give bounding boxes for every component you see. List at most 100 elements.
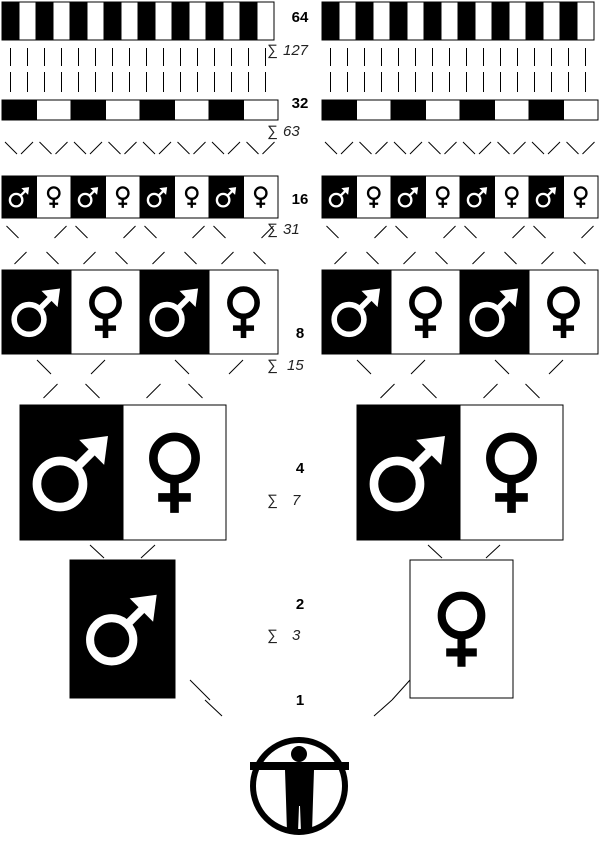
female-cell xyxy=(208,269,279,355)
connector-line xyxy=(531,141,545,155)
connector-line xyxy=(36,359,52,375)
male-cell xyxy=(1,269,72,355)
male-cell xyxy=(70,175,106,219)
connector-line xyxy=(142,141,156,155)
connector-line xyxy=(43,383,58,399)
row-8: 8 xyxy=(1,269,599,355)
connector-line xyxy=(435,251,448,265)
connector-line xyxy=(213,225,226,239)
row-outline xyxy=(19,404,227,541)
connector-line xyxy=(184,251,197,265)
connector-line xyxy=(146,383,161,399)
connector-line xyxy=(410,359,426,375)
connector-line xyxy=(123,225,136,239)
connector-line xyxy=(85,383,100,399)
female-cell xyxy=(425,99,461,121)
male-cell xyxy=(423,1,442,41)
connector-line xyxy=(359,141,372,155)
female-cell xyxy=(256,1,275,41)
connector-line xyxy=(373,699,393,717)
connector-line xyxy=(581,225,594,239)
generation-count-64: 64 xyxy=(292,9,309,26)
row-64: 64 xyxy=(1,1,595,41)
male-cell xyxy=(459,269,530,355)
connector-line xyxy=(124,141,137,155)
connector-line xyxy=(20,141,34,155)
connector-line xyxy=(152,251,165,265)
connector-line xyxy=(548,359,564,375)
female-cell xyxy=(338,1,357,41)
male-cell xyxy=(525,1,544,41)
male-cell xyxy=(239,1,258,41)
male-cell xyxy=(321,99,357,121)
female-cell xyxy=(243,175,279,219)
generation-count-1: 1 xyxy=(296,692,304,709)
connector-line xyxy=(211,141,225,155)
male-cell xyxy=(390,99,426,121)
row-outline xyxy=(1,269,279,355)
connector-line xyxy=(115,251,128,265)
connector-line xyxy=(427,544,443,559)
connector-line xyxy=(73,141,87,155)
connector-line xyxy=(89,141,103,155)
connector-line xyxy=(422,383,437,399)
sigma-symbol: ∑ xyxy=(267,627,278,644)
connector-line xyxy=(541,251,554,265)
female-cell xyxy=(508,1,527,41)
female-cell xyxy=(36,175,72,219)
connector-line xyxy=(494,359,510,375)
female-cell xyxy=(494,175,530,219)
row-outline xyxy=(321,99,599,121)
generation-sum-127: 127 xyxy=(283,42,309,59)
female-cell xyxy=(494,99,530,121)
cells-4 xyxy=(19,404,564,541)
female-cell xyxy=(390,269,461,355)
connector-line xyxy=(573,251,586,265)
cells-64 xyxy=(1,1,595,41)
male-cell xyxy=(390,175,426,219)
female-cell xyxy=(243,99,279,121)
connector-line xyxy=(108,141,121,155)
connector-line xyxy=(4,141,18,155)
generation-count-32: 32 xyxy=(292,95,309,112)
connectors-4-2 xyxy=(89,544,501,559)
female-cell xyxy=(120,1,139,41)
generation-sum-63: 63 xyxy=(283,123,300,140)
connector-line xyxy=(189,679,211,701)
male-cell xyxy=(208,99,244,121)
female-cell xyxy=(36,99,72,121)
male-cell xyxy=(1,1,20,41)
sigma-symbol: ∑ xyxy=(267,123,278,140)
connector-line xyxy=(326,225,339,239)
connector-line xyxy=(582,141,595,155)
connector-line xyxy=(158,141,172,155)
connector-line xyxy=(46,251,59,265)
male-cell xyxy=(528,99,564,121)
female-cell xyxy=(409,559,514,699)
connector-line xyxy=(6,225,19,239)
connector-line xyxy=(334,251,347,265)
female-cell xyxy=(154,1,173,41)
female-cell xyxy=(18,1,37,41)
connector-line xyxy=(227,141,241,155)
connector-line xyxy=(39,141,52,155)
connector-line xyxy=(391,679,411,701)
male-cell xyxy=(103,1,122,41)
female-cell xyxy=(425,175,461,219)
female-cell xyxy=(105,99,141,121)
female-cell xyxy=(356,99,392,121)
connector-line xyxy=(246,141,259,155)
male-cell xyxy=(457,1,476,41)
female-cell xyxy=(563,99,599,121)
connector-line xyxy=(464,225,477,239)
connectors-2-1 xyxy=(189,679,411,717)
connector-line xyxy=(75,225,88,239)
connector-line xyxy=(428,141,441,155)
male-cell xyxy=(69,1,88,41)
generation-sum-7: 7 xyxy=(292,492,301,509)
connector-line xyxy=(140,544,156,559)
connector-line xyxy=(192,225,205,239)
connector-line xyxy=(478,141,492,155)
generation-count-2: 2 xyxy=(296,596,304,613)
connector-line xyxy=(221,251,234,265)
